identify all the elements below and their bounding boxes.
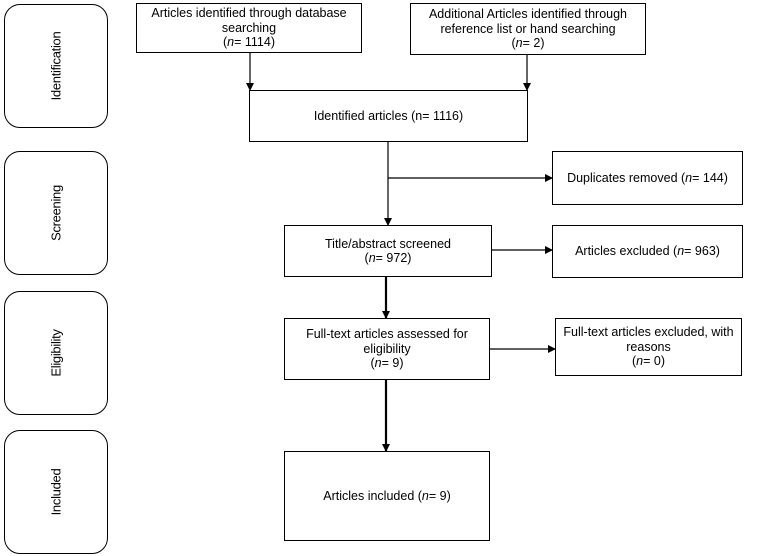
box-title-abstract-screened: Title/abstract screened (n= 972) [284,225,492,277]
phase-included-label: Included [48,468,64,516]
box-fulltext-excluded: Full-text articles excluded, with reason… [555,318,742,376]
box-title-abstract-screened-text: Title/abstract screened [325,236,451,251]
box-articles-excluded: Articles excluded (n= 963) [552,225,743,278]
box-articles-included-text: Articles included ( [323,488,422,503]
box-additional-articles: Additional Articles identified through r… [410,3,646,55]
box-fulltext-assessed: Full-text articles assessed for eligibil… [284,318,490,380]
phase-eligibility: Eligibility [4,291,108,415]
box-duplicates-removed: Duplicates removed (n= 144) [552,151,743,205]
phase-screening: Screening [4,151,108,275]
box-fulltext-assessed-text: Full-text articles assessed for eligibil… [306,327,468,356]
phase-screening-label: Screening [48,185,64,241]
box-duplicates-removed-text: Duplicates removed ( [567,170,686,185]
box-articles-excluded-text: Articles excluded ( [575,244,678,259]
phase-identification: Identification [4,4,108,128]
box-articles-included: Articles included (n= 9) [284,451,490,541]
box-database-search-text: Articles identified through database sea… [151,6,347,35]
box-identified-articles-text: Identified articles (n= 1116) [313,108,464,123]
box-database-search: Articles identified through database sea… [136,3,362,53]
phase-identification-label: Identification [48,31,64,101]
box-additional-articles-text: Additional Articles identified through r… [428,7,628,36]
box-identified-articles: Identified articles (n= 1116) [249,90,528,142]
phase-included: Included [4,430,108,554]
box-fulltext-excluded-text: Full-text articles excluded, with reason… [563,325,734,354]
phase-eligibility-label: Eligibility [48,329,64,377]
